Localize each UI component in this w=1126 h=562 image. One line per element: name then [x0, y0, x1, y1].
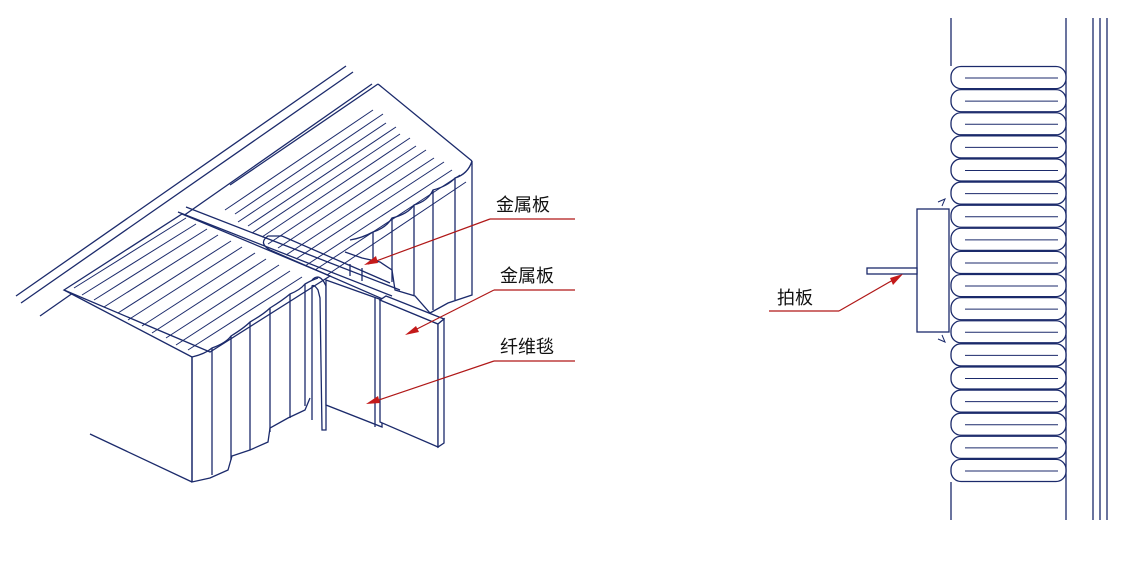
blanket-layer — [950, 412, 1067, 436]
blanket-layer — [950, 250, 1067, 275]
metal-plate-front — [378, 295, 446, 449]
back-module-folds — [224, 109, 467, 276]
gap-strip — [177, 206, 401, 297]
blanket-layer — [950, 389, 1067, 413]
fiber-blanket-layers — [950, 65, 1067, 483]
front-module — [62, 213, 332, 483]
section-view — [866, 18, 1108, 520]
clap-board — [866, 198, 950, 343]
back-module-pleats — [372, 178, 456, 310]
clap-board-label: 拍板 — [777, 288, 813, 309]
blanket-layer — [950, 458, 1067, 483]
metal-plate-vertical — [311, 276, 383, 431]
blanket-layer — [950, 435, 1067, 460]
isometric-view — [15, 65, 473, 483]
back-module — [224, 83, 473, 314]
leader-metal-plate-top: 金属板 — [364, 195, 575, 265]
front-module-pleats — [191, 284, 306, 482]
leader-fiber-blanket: 纤维毯 — [366, 337, 575, 404]
front-module-folds — [73, 217, 303, 351]
metal-plate-label-mid: 金属板 — [500, 266, 554, 287]
u-hanger — [262, 235, 391, 301]
fiber-blanket-label: 纤维毯 — [500, 337, 554, 358]
blanket-layer — [950, 112, 1067, 136]
shell-plate-lines — [1092, 18, 1108, 520]
metal-plate-label-top: 金属板 — [496, 195, 550, 216]
leader-metal-plate-mid: 金属板 — [405, 266, 575, 335]
leader-clap-board: 拍板 — [769, 274, 903, 312]
